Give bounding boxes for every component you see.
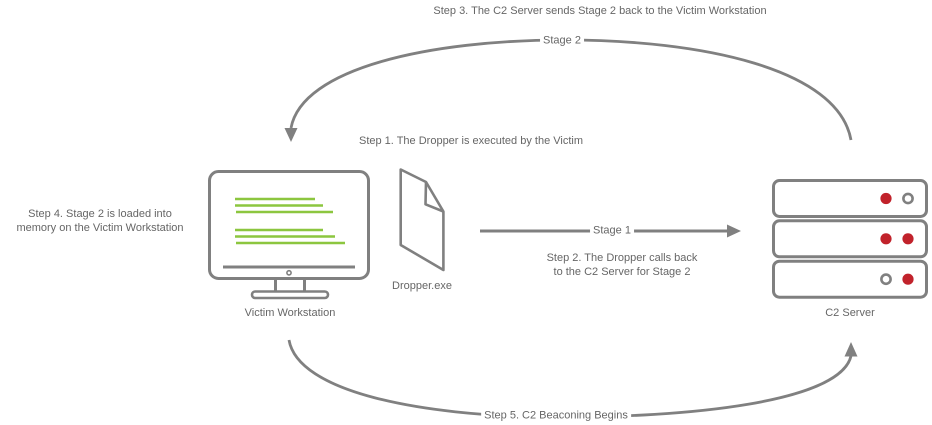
stage2-edge-label: Stage 2: [540, 34, 584, 48]
server-unit-2: [772, 219, 928, 259]
c2-server-label: C2 Server: [825, 307, 875, 319]
dropper-label: Dropper.exe: [392, 280, 452, 292]
server-unit-1: [772, 179, 928, 218]
arrowhead-down-icon: [284, 128, 298, 142]
server-unit-3: [772, 259, 928, 299]
step2-line1: Step 2. The Dropper calls back: [546, 252, 698, 264]
step2-annotation: Step 2. The Dropper calls back to the C2…: [547, 251, 698, 279]
monitor-stand: [250, 280, 330, 300]
step3-annotation: Step 3. The C2 Server sends Stage 2 back…: [433, 5, 767, 17]
step4-line2: memory on the Victim Workstation: [16, 222, 184, 234]
beaconing-arc: [287, 339, 858, 419]
stage2-return-arc: [284, 38, 853, 142]
screen-code-lines: [235, 197, 345, 245]
monitor-screen: [208, 170, 370, 280]
step4-annotation: Step 4. Stage 2 is loaded into memory on…: [16, 207, 183, 235]
document-folded-corner-icon: [399, 168, 445, 272]
arrowhead-up-icon: [844, 342, 858, 357]
step1-annotation: Step 1. The Dropper is executed by the V…: [359, 135, 583, 147]
victim-workstation-label: Victim Workstation: [244, 307, 336, 319]
monitor-icon: [208, 170, 370, 300]
folded-corner: [424, 181, 444, 213]
server-rack-icon: [772, 179, 928, 299]
server-status-leds: [880, 192, 914, 286]
stage1-edge-label: Stage 1: [590, 224, 634, 238]
arrowhead-right-icon: [727, 224, 741, 238]
monitor-power-led: [286, 269, 292, 276]
step4-line1: Step 4. Stage 2 is loaded into: [28, 208, 172, 220]
step5-edge-label: Step 5. C2 Beaconing Begins: [481, 409, 631, 423]
step2-line2: to the C2 Server for Stage 2: [553, 266, 691, 278]
